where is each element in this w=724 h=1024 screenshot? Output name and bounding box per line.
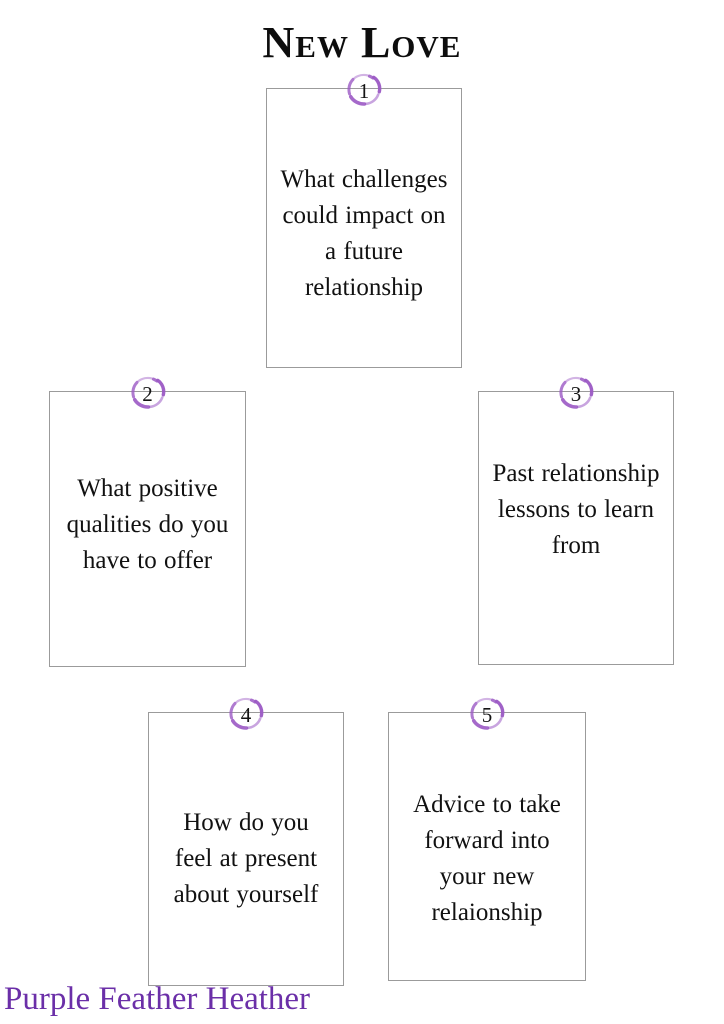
card-number-1: 1 [358, 79, 370, 103]
number-stamp-icon-5: 5 [466, 694, 508, 736]
card-text-1: What challenges could impact on a future… [280, 166, 448, 301]
card-text-3: Past relationship lessons to learn from [492, 460, 660, 559]
card-number-2: 2 [142, 382, 153, 406]
number-stamp-icon-2: 2 [127, 373, 169, 415]
prompt-card-1: 1 What challenges could impact on a futu… [266, 73, 462, 368]
prompt-card-5: 5 Advice to take forward into your new r… [388, 697, 586, 981]
card-number-3: 3 [570, 382, 582, 406]
prompt-card-3: 3 Past relationship lessons to learn fro… [478, 376, 674, 665]
page-title: New Love [262, 18, 462, 67]
number-stamp-icon-4: 4 [225, 694, 267, 736]
card-text-4: How do you feel at present about yoursel… [173, 809, 319, 908]
card-text-2: What positive qualities do you have to o… [66, 475, 229, 574]
number-stamp-icon-3: 3 [555, 373, 597, 415]
footer-signature: Purple Feather Heather [4, 981, 311, 1017]
number-stamp-icon-1: 1 [343, 70, 385, 112]
prompt-card-4: 4 How do you feel at present about yours… [148, 697, 344, 986]
card-number-5: 5 [481, 703, 493, 727]
card-number-4: 4 [240, 703, 252, 727]
prompt-card-2: 2 What positive qualities do you have to… [49, 376, 246, 667]
card-text-5: Advice to take forward into your new rel… [413, 790, 561, 926]
